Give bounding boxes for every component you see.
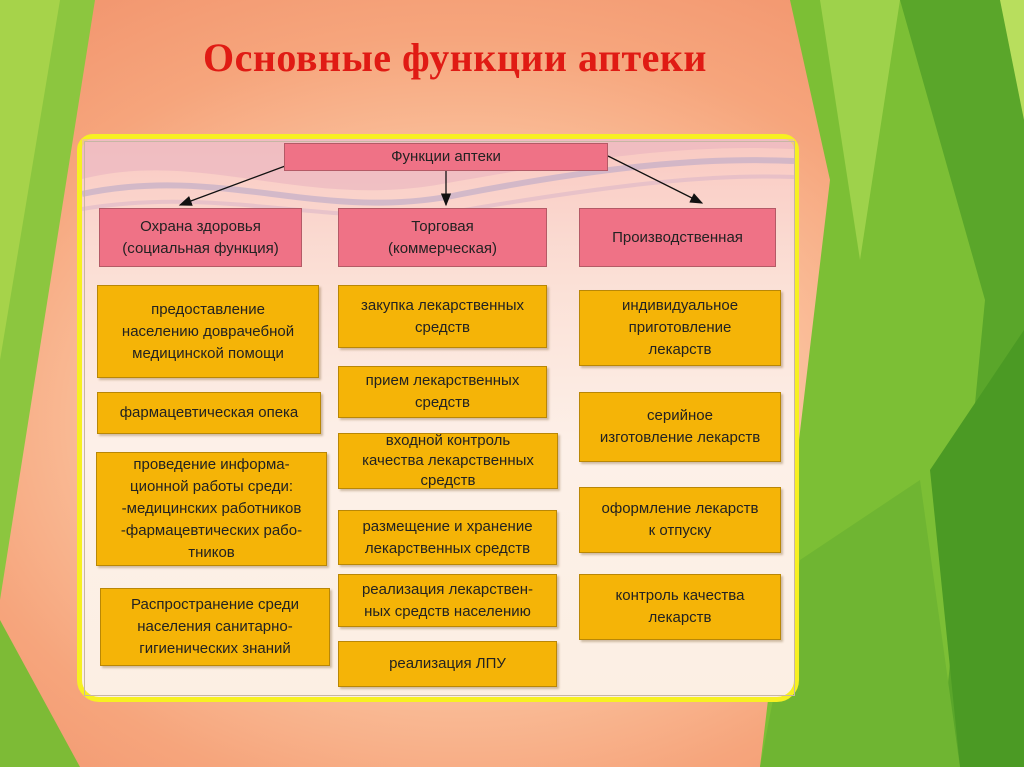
production-item-1: индивидуальное приготовление лекарств bbox=[579, 290, 781, 366]
production-item-4-line-2: лекарств bbox=[648, 609, 712, 626]
production-item-3: оформление лекарств к отпуску bbox=[579, 487, 781, 553]
trade-item-3: входной контроль качества лекарственных … bbox=[338, 432, 558, 489]
category-health: Охрана здоровья (социальная функция) bbox=[99, 208, 302, 267]
health-item-3-line-3: -медицинских работников bbox=[121, 500, 302, 517]
production-item-2-line-2: изготовление лекарств bbox=[599, 429, 761, 446]
health-item-1-line-3: медицинской помощи bbox=[132, 344, 284, 362]
trade-item-6: реализация ЛПУ bbox=[338, 641, 557, 687]
health-item-4: Распространение среди населения санитарн… bbox=[100, 588, 330, 666]
production-item-2: серийное изготовление лекарств bbox=[579, 392, 781, 462]
trade-item-4: размещение и хранение лекарственных сред… bbox=[338, 510, 557, 565]
page-title: Основные функции аптеки bbox=[203, 35, 707, 80]
root-box: Функции аптеки bbox=[284, 143, 608, 171]
health-item-3-line-1: проведение информа- bbox=[133, 456, 290, 473]
production-item-3-line-1: оформление лекарств bbox=[601, 500, 759, 517]
trade-item-2-line-2: средств bbox=[415, 394, 470, 411]
category-trade-line-2: (коммерческая) bbox=[387, 239, 498, 257]
health-item-3-line-2: ционной работы среди: bbox=[129, 478, 294, 495]
health-item-2-line-1: фармацевтическая опека bbox=[119, 404, 299, 421]
health-item-1: предоставление населению доврачебной мед… bbox=[97, 285, 319, 378]
trade-item-1: закупка лекарственных средств bbox=[338, 285, 547, 348]
trade-item-1-line-1: закупка лекарственных bbox=[360, 297, 524, 314]
production-item-1-line-3: лекарств bbox=[648, 341, 712, 358]
category-trade-line-1: Торговая bbox=[411, 217, 474, 235]
trade-item-4-line-2: лекарственных средств bbox=[364, 539, 531, 557]
production-item-4-line-1: контроль качества bbox=[615, 587, 745, 604]
category-production: Производственная bbox=[579, 208, 776, 267]
production-item-1-line-2: приготовление bbox=[628, 319, 732, 336]
health-item-3-line-5: тников bbox=[188, 544, 235, 561]
health-item-1-line-1: предоставление bbox=[151, 300, 265, 318]
diagram-inner-border bbox=[84, 141, 795, 696]
production-item-1-line-1: индивидуальное bbox=[621, 297, 739, 314]
health-item-4-line-3: гигиенических знаний bbox=[139, 640, 291, 657]
production-item-3-line-2: к отпуску bbox=[648, 522, 712, 539]
trade-item-3-line-3: средств bbox=[420, 472, 476, 489]
production-item-2-line-1: серийное bbox=[647, 407, 713, 424]
trade-item-5-line-1: реализация лекарствен- bbox=[361, 580, 534, 598]
trade-item-4-line-1: размещение и хранение bbox=[362, 517, 533, 535]
trade-item-1-line-2: средств bbox=[415, 319, 470, 336]
health-item-3: проведение информа- ционной работы среди… bbox=[96, 452, 327, 566]
health-item-3-line-4: -фармацевтических рабо- bbox=[120, 522, 303, 539]
health-item-4-line-2: населения санитарно- bbox=[137, 618, 293, 635]
production-item-4: контроль качества лекарств bbox=[579, 574, 781, 640]
category-trade: Торговая (коммерческая) bbox=[338, 208, 547, 267]
trade-item-5: реализация лекарствен- ных средств насел… bbox=[338, 574, 557, 627]
root-label: Функции аптеки bbox=[391, 148, 501, 165]
category-production-line-1: Производственная bbox=[612, 228, 743, 246]
trade-item-6-line-1: реализация ЛПУ bbox=[389, 655, 506, 672]
category-health-line-1: Охрана здоровья bbox=[140, 217, 261, 235]
trade-item-3-line-2: качества лекарственных bbox=[362, 452, 534, 469]
trade-item-3-line-1: входной контроль bbox=[385, 432, 511, 449]
trade-item-2: прием лекарственных средств bbox=[338, 366, 547, 418]
trade-item-2-line-1: прием лекарственных bbox=[365, 372, 520, 389]
health-item-1-line-2: населению доврачебной bbox=[121, 322, 295, 340]
category-health-line-2: (социальная функция) bbox=[122, 239, 279, 257]
health-item-2: фармацевтическая опека bbox=[97, 392, 321, 434]
health-item-4-line-1: Распространение среди bbox=[131, 596, 299, 613]
trade-item-5-line-2: ных средств населению bbox=[364, 602, 531, 620]
